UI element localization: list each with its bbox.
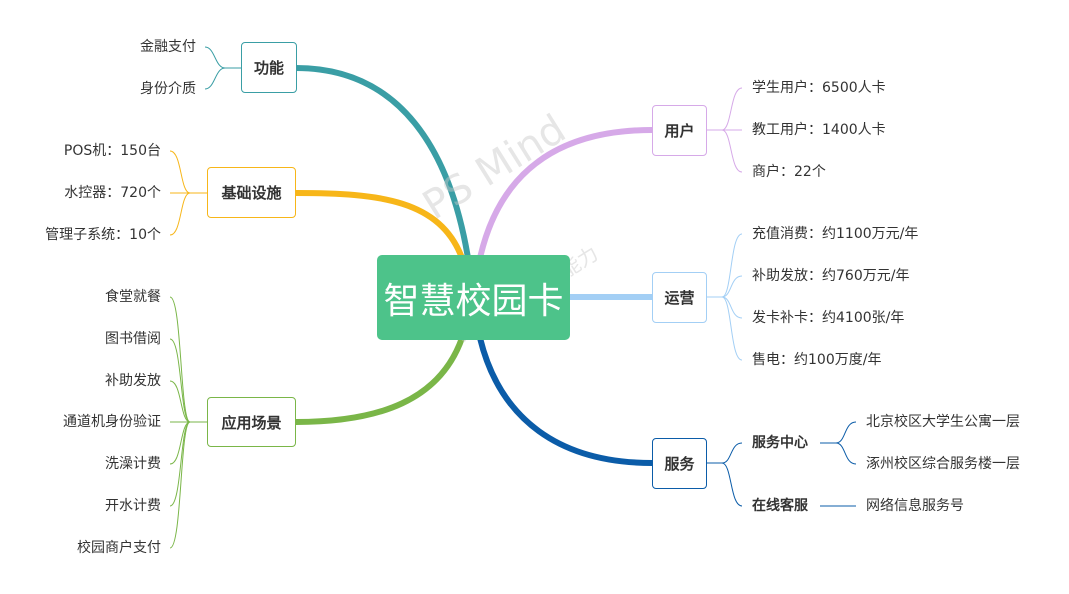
leaf-function[interactable]: 身份介质 (140, 81, 196, 97)
leaf-service-center[interactable]: 涿州校区综合服务楼一层 (866, 456, 1020, 472)
leaf-scene[interactable]: 图书借阅 (105, 331, 161, 347)
leaf-function[interactable]: 金融支付 (140, 39, 196, 55)
leaf-user[interactable]: 教工用户：1400人卡 (752, 122, 886, 138)
leaf-ops[interactable]: 发卡补卡：约4100张/年 (752, 310, 905, 326)
connector-function (293, 65, 471, 261)
leaf-infra[interactable]: 管理子系统：10个 (45, 227, 161, 243)
connector-users (477, 127, 655, 261)
branch-function[interactable]: 功能 (241, 42, 297, 93)
leaf-scene[interactable]: 通道机身份验证 (63, 414, 161, 430)
leaf-ops[interactable]: 充值消费：约1100万元/年 (752, 226, 919, 242)
leaf-scene[interactable]: 补助发放 (105, 373, 161, 389)
leaf-scene[interactable]: 校园商户支付 (77, 540, 161, 556)
leaf-user[interactable]: 学生用户：6500人卡 (752, 80, 886, 96)
leaf-infra[interactable]: POS机：150台 (63, 143, 161, 159)
connector-service (477, 335, 655, 466)
branch-infra[interactable]: 基础设施 (207, 167, 296, 218)
branch-service[interactable]: 服务 (652, 438, 707, 489)
branch-scenes[interactable]: 应用场景 (207, 397, 296, 447)
leaf-infra[interactable]: 水控器：720个 (64, 185, 161, 201)
branch-users[interactable]: 用户 (652, 105, 707, 156)
branch-ops[interactable]: 运营 (652, 272, 707, 323)
connector-infra (293, 190, 465, 261)
connector-scenes (293, 335, 465, 425)
service-online-topic[interactable]: 在线客服 (752, 498, 808, 514)
leaf-scene[interactable]: 开水计费 (105, 498, 161, 514)
leaf-scene[interactable]: 洗澡计费 (105, 456, 161, 472)
leaf-scene[interactable]: 食堂就餐 (105, 289, 161, 305)
leaf-service-online[interactable]: 网络信息服务号 (866, 498, 964, 514)
leaf-ops[interactable]: 售电：约100万度/年 (752, 352, 882, 368)
service-center-topic[interactable]: 服务中心 (752, 435, 808, 451)
leaf-service-center[interactable]: 北京校区大学生公寓一层 (866, 414, 1020, 430)
central-topic[interactable]: 智慧校园卡 (377, 255, 570, 340)
leaf-ops[interactable]: 补助发放：约760万元/年 (752, 268, 910, 284)
leaf-user[interactable]: 商户：22个 (752, 164, 826, 180)
